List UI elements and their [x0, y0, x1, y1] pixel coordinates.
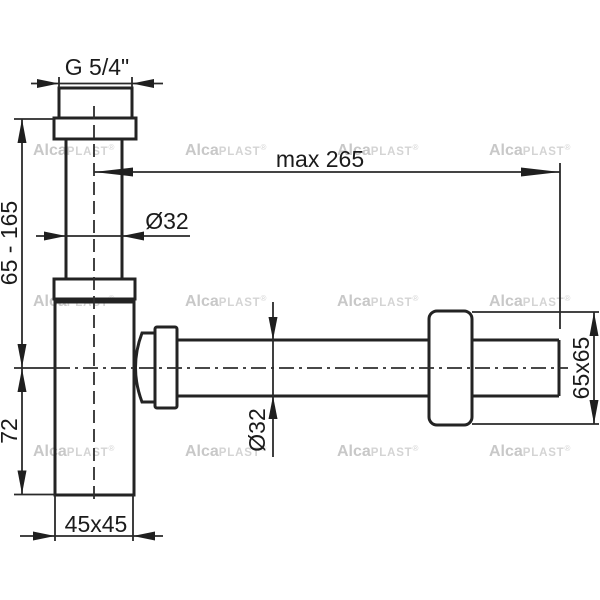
- arrowhead-up: [268, 396, 278, 419]
- arrowhead-right: [133, 531, 155, 541]
- wall-flange-size-label: 65x65: [568, 337, 594, 400]
- arrowhead-right: [132, 79, 154, 88]
- outlet-stub-curve: [134, 331, 155, 404]
- dimension-body-height: 72: [0, 368, 55, 496]
- dimension-max-length: max 265: [94, 146, 561, 329]
- dimension-wall-flange-size: 65x65: [472, 311, 599, 425]
- arrowhead-left: [44, 231, 66, 241]
- arrowhead-up: [589, 312, 599, 336]
- arrowhead-down: [17, 344, 27, 368]
- max-length-label: max 265: [276, 146, 364, 172]
- inlet-flange: [52, 116, 138, 141]
- arrowhead-up: [17, 119, 27, 143]
- arrowhead-left: [33, 531, 55, 541]
- outlet-diameter-label: Ø32: [244, 408, 270, 451]
- body-height-label: 72: [0, 418, 22, 444]
- inlet-telescopic-pipe: [64, 139, 124, 279]
- inlet-diameter-label: Ø32: [145, 208, 188, 234]
- arrowhead-up: [17, 368, 27, 392]
- dimension-body-cross-section: 45x45: [20, 495, 163, 541]
- arrowhead-left: [37, 79, 59, 88]
- height-range-label: 65 - 165: [0, 201, 22, 285]
- inlet-thread-pipe: [57, 86, 134, 120]
- arrowhead-down: [17, 470, 27, 494]
- dimension-inlet-diameter: Ø32: [36, 208, 190, 241]
- dimension-outlet-diameter: Ø32: [244, 302, 278, 457]
- dimension-thread-size: G 5/4": [31, 54, 163, 88]
- thread-size-label: G 5/4": [65, 54, 129, 80]
- arrowhead-left: [94, 167, 133, 177]
- dimension-height-range: 65 - 165: [0, 118, 55, 369]
- extension-lines: [472, 311, 599, 425]
- outlet-pipe-left-segment: [177, 338, 429, 398]
- arrowhead-down: [268, 317, 278, 340]
- arrowhead-down: [589, 400, 599, 424]
- extension-lines: [58, 77, 133, 88]
- inlet-assembly: [52, 86, 138, 304]
- body-cross-section-label: 45x45: [65, 511, 128, 537]
- extension-lines: [54, 495, 134, 541]
- arrowhead-right: [521, 167, 560, 177]
- arrowhead-right: [122, 231, 144, 241]
